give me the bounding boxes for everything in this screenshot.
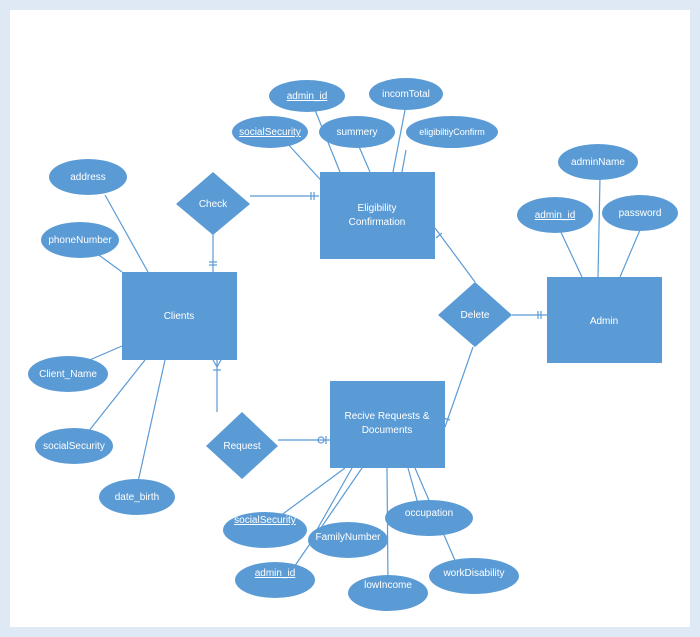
attribute-admin-admin-id: admin_id (517, 197, 593, 233)
attribute-elig-social-security: socialSecurity (232, 116, 308, 148)
attribute-client-social-security: socialSecurity (35, 428, 113, 464)
connector-delete-requests (444, 346, 474, 428)
relationship-delete-label: Delete (461, 310, 490, 321)
attribute-summery: summery (319, 116, 395, 148)
attribute-date-birth-label: date_birth (115, 492, 159, 503)
attribute-phone-number: phoneNumber (41, 222, 119, 258)
attribute-req-admin-id-label: admin_id (255, 568, 296, 579)
attribute-req-social-security: socialSecurity (223, 512, 307, 548)
connector-delete-eligibility (434, 227, 476, 283)
attribute-client-name: Client_Name (28, 356, 108, 392)
entity-eligibility-line-2: Confirmation (349, 217, 406, 228)
relationship-check-label: Check (199, 199, 228, 210)
attribute-connectors (84, 104, 641, 586)
relationship-request-label: Request (223, 441, 260, 452)
attribute-incom-total: incomTotal (369, 78, 443, 110)
marker-delete-eligibility (435, 232, 443, 239)
attribute-password: password (602, 195, 678, 231)
attribute-elig-admin-id: admin_id (269, 80, 345, 112)
marker-optional-requests (317, 436, 325, 444)
relationship-connectors (209, 192, 547, 444)
attribute-elig-admin-id-label: admin_id (287, 91, 328, 102)
attribute-elig-social-security-label: socialSecurity (239, 127, 301, 138)
attribute-password-label: password (619, 208, 662, 219)
attribute-address: address (49, 159, 127, 195)
attribute-req-social-security-label: socialSecurity (234, 515, 296, 526)
entity-eligibility-confirmation: Eligibility Confirmation (320, 172, 435, 259)
attribute-admin-admin-id-label: admin_id (535, 210, 576, 221)
connector-low-income (386, 467, 389, 586)
entity-eligibility-line-1: Eligibility (358, 203, 397, 214)
attribute-client-name-label: Client_Name (39, 369, 97, 380)
attribute-work-disability-label: workDisability (442, 568, 504, 579)
entity-clients-label: Clients (164, 311, 195, 322)
connector-eligibility-confirm (401, 149, 407, 173)
marker-many-clients-a (212, 359, 218, 368)
attribute-occupation: occupation (385, 500, 473, 536)
relationship-delete: Delete (438, 282, 512, 347)
connector-req-admin-id (291, 467, 363, 571)
attribute-admin-name: adminName (558, 144, 638, 180)
attribute-address-label: address (70, 172, 106, 183)
er-diagram: Eligibility Confirmation Clients Admin R… (28, 78, 678, 611)
entity-admin-label: Admin (590, 316, 618, 327)
connector-address (104, 194, 149, 273)
connector-client-social-security (87, 359, 146, 433)
attribute-client-social-security-label: socialSecurity (43, 441, 105, 452)
diagram-canvas: Eligibility Confirmation Clients Admin R… (10, 10, 690, 627)
attribute-low-income: lowIncome (348, 575, 428, 611)
attribute-eligibility-confirm-label: eligibiltiyConfirm (419, 127, 485, 137)
marker-many-clients-b (216, 359, 222, 368)
attribute-work-disability: workDisability (429, 558, 519, 594)
entity-clients: Clients (122, 272, 237, 360)
attribute-eligibility-confirm: eligibiltiyConfirm (406, 116, 498, 148)
attribute-family-number: FamilyNumber (308, 522, 388, 558)
entity-requests-line-1: Recive Requests & (344, 411, 429, 422)
entity-admin: Admin (547, 277, 662, 363)
connector-req-social-security (271, 467, 346, 523)
attribute-date-birth: date_birth (99, 479, 175, 515)
connector-incom-total (392, 104, 407, 173)
entity-requests-line-2: Documents (362, 425, 413, 436)
relationship-request: Request (206, 412, 278, 479)
attribute-family-number-label: FamilyNumber (315, 532, 381, 543)
attribute-low-income-label: lowIncome (364, 580, 412, 591)
connector-date-birth (137, 359, 166, 483)
relationship-check: Check (176, 172, 250, 235)
attribute-summery-label: summery (336, 127, 377, 138)
attribute-admin-name-label: adminName (571, 157, 625, 168)
attribute-req-admin-id: admin_id (235, 562, 315, 598)
connector-password (619, 229, 641, 278)
attribute-incom-total-label: incomTotal (382, 89, 430, 100)
entity-recive-requests-documents: Recive Requests & Documents (330, 381, 445, 468)
attribute-phone-number-label: phoneNumber (48, 235, 112, 246)
attribute-occupation-label: occupation (405, 508, 453, 519)
connector-admin-admin-id (557, 225, 583, 278)
connector-admin-name (597, 177, 601, 278)
